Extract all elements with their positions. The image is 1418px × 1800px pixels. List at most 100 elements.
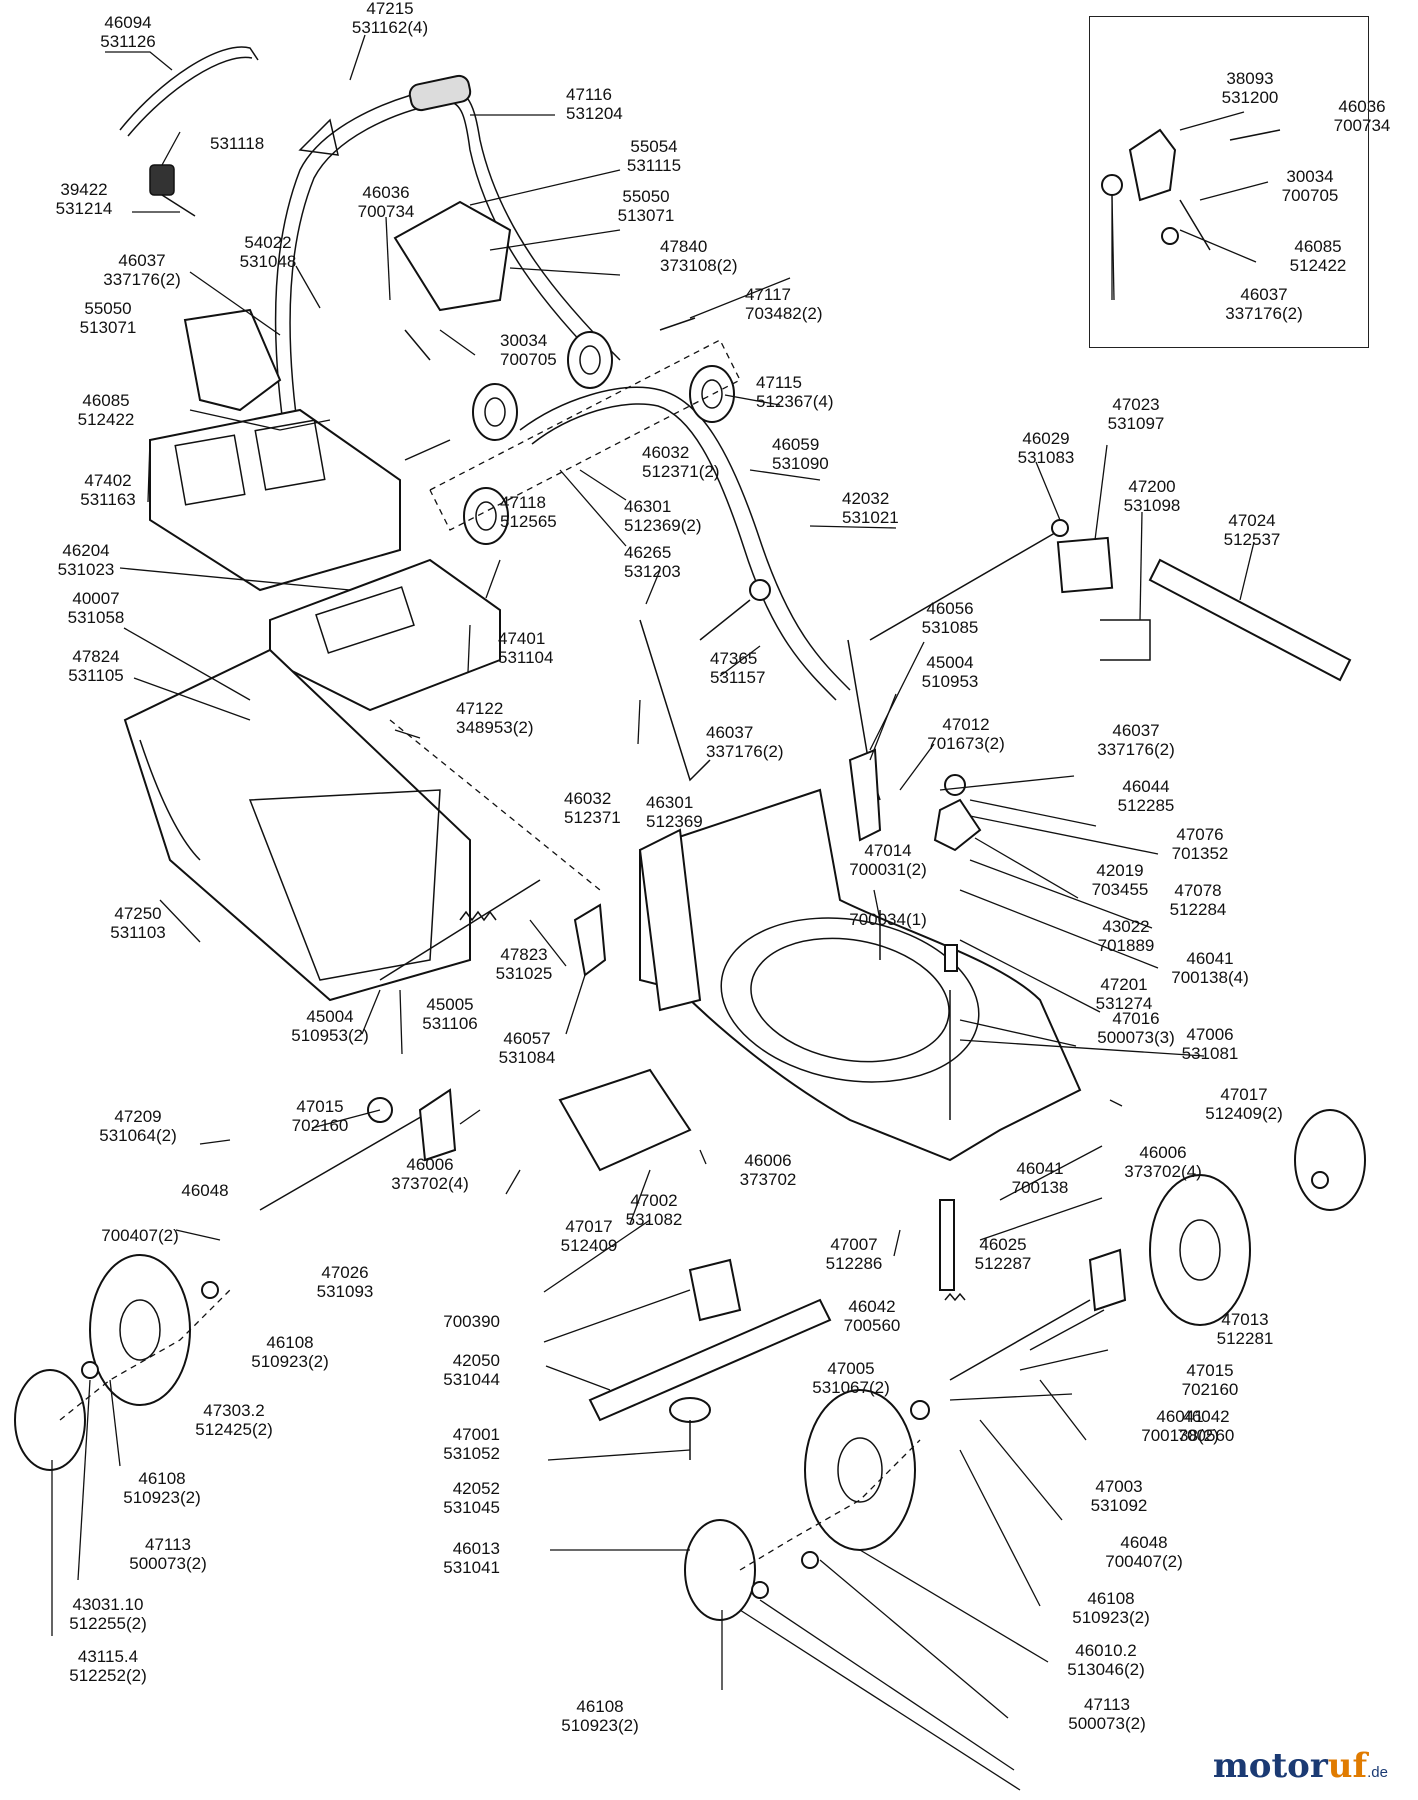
order-number: 500073(3) (1097, 1028, 1175, 1047)
part-number: 30034 (500, 331, 547, 350)
order-number: 703455 (1092, 880, 1149, 899)
grass-bag (123, 648, 471, 1002)
part-number: 46085 (1294, 237, 1341, 256)
order-number: 510923(2) (1072, 1608, 1150, 1627)
part-number: 46013 (453, 1539, 500, 1558)
order-number: 512252(2) (69, 1666, 147, 1685)
order-number: 512409(2) (1205, 1104, 1283, 1123)
order-number: 531021 (842, 508, 899, 527)
part-number: 46036 (1338, 97, 1385, 116)
part-number: 46010.2 (1075, 1641, 1136, 1660)
wheel (89, 1254, 191, 1406)
order-number: 531098 (1124, 496, 1181, 515)
order-number: 702160 (1182, 1380, 1239, 1399)
order-number: 700138(2) (1141, 1426, 1219, 1445)
order-number: 531082 (626, 1210, 683, 1229)
part-number: 46006 (406, 1155, 453, 1174)
order-number: 701352 (1172, 844, 1229, 863)
order-number: 700734 (1334, 116, 1391, 135)
mower-deck (639, 788, 1082, 1162)
order-number: 531064(2) (99, 1126, 177, 1145)
order-number: 513046(2) (1067, 1660, 1145, 1679)
part-number: 46301 (646, 793, 693, 812)
adjust-bolt (699, 599, 751, 641)
order-number: 512537 (1224, 530, 1281, 549)
order-number: 512367(4) (756, 392, 834, 411)
part-number: 46059 (772, 435, 819, 454)
part-number: 47116 (566, 85, 612, 104)
order-number: 531045 (443, 1498, 500, 1517)
order-number: 531118 (210, 134, 264, 153)
part-number: 47840 (660, 237, 707, 256)
part-number: 47017 (1220, 1085, 1267, 1104)
control-bar (119, 46, 259, 131)
order-number: 531103 (110, 923, 165, 942)
part-number: 46037 (118, 251, 165, 270)
part-number: 47076 (1176, 825, 1223, 844)
wheel-parts (14, 1088, 1366, 1621)
part-number: 42019 (1096, 861, 1143, 880)
order-number: 510923(2) (123, 1488, 201, 1507)
order-number: 531106 (422, 1014, 477, 1033)
watermark-accent: uf (1327, 1746, 1368, 1786)
part-number: 46042 (848, 1297, 895, 1316)
part-number: 45004 (926, 653, 973, 672)
axle-left (259, 1099, 451, 1211)
part-number: 47005 (827, 1359, 874, 1378)
part-number: 47007 (830, 1235, 877, 1254)
order-number: 531204 (566, 104, 623, 123)
order-number: 700031(2) (849, 860, 927, 879)
order-number: 337176(2) (706, 742, 784, 761)
blade-parts (588, 1199, 966, 1460)
order-number: 700390 (443, 1312, 500, 1331)
order-number: 512371 (564, 808, 621, 827)
height-lever (848, 748, 882, 842)
order-number: 531025 (496, 964, 553, 983)
order-number: 513071 (618, 206, 675, 225)
part-number: 46301 (624, 497, 671, 516)
part-number: 39422 (60, 180, 107, 199)
part-number: 47015 (1186, 1361, 1233, 1380)
part-number: 47401 (498, 629, 545, 648)
inset-detail-box (1089, 16, 1369, 348)
blade (588, 1298, 832, 1422)
order-number: 700034(1) (849, 910, 927, 929)
part-number: 47015 (296, 1097, 343, 1116)
part-number: 47215 (366, 0, 413, 18)
knob (933, 798, 982, 852)
order-number: 531214 (56, 199, 113, 218)
hub-cap (1294, 1109, 1366, 1211)
